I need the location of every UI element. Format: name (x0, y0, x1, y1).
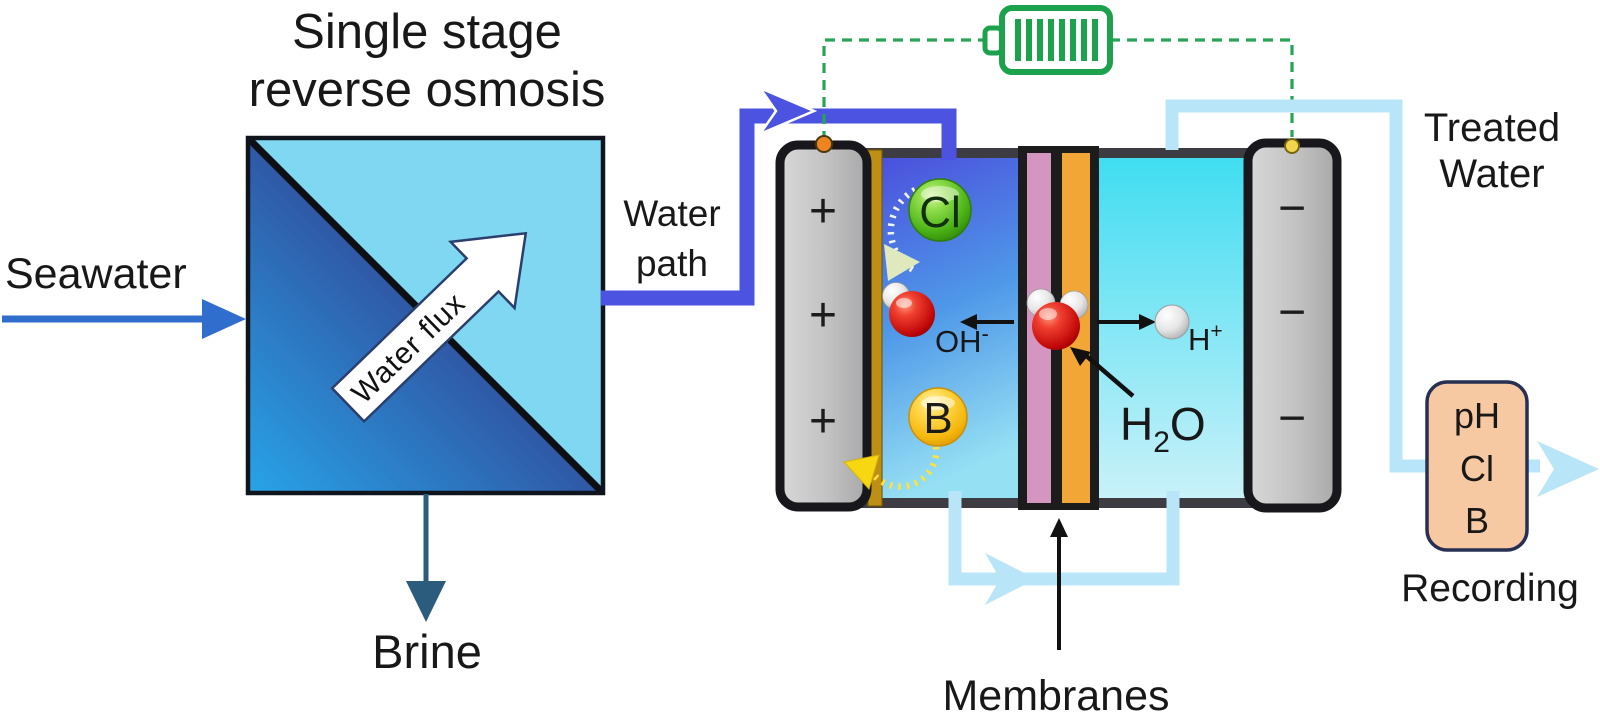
hydroxide-label: OH- (935, 321, 989, 359)
water-flux-arrow-shape (330, 231, 528, 424)
battery-icon (982, 5, 1113, 75)
bottom-recirculation-pipe (948, 491, 1180, 586)
anode-terminal-dot (815, 135, 833, 153)
recording-monitor-box: pH Cl B (1425, 380, 1529, 552)
seawater-arrow (2, 299, 246, 339)
cathode-minus-sign: − (1278, 182, 1306, 235)
hydroxide-arrowhead (960, 314, 977, 330)
seawater-arrowhead (202, 299, 246, 339)
water-o-sphere (1032, 302, 1080, 350)
proton-label-charge: + (1210, 320, 1222, 343)
boron-arc-arrowhead (843, 454, 880, 490)
monitor-box (1425, 380, 1529, 552)
monitor-line-cl: Cl (1460, 448, 1494, 489)
monitor-line-ph: pH (1454, 395, 1500, 436)
chlorine-arc-arrowhead (884, 244, 920, 281)
h2o-arrow-line (1081, 351, 1135, 398)
monitor-line-b: B (1465, 500, 1489, 541)
chlorine-ion: Cl (908, 178, 972, 242)
water-gloss (1039, 308, 1057, 320)
cathode-minus-sign: − (1278, 286, 1306, 339)
hydroxide-label-charge: - (982, 321, 989, 346)
hydroxide-molecule (882, 282, 935, 337)
anode-plus-sign: + (809, 289, 837, 342)
power-wire-right (1110, 38, 1294, 137)
treated-water-label-line2: Water (1439, 152, 1544, 196)
hydroxide-gloss (896, 298, 912, 308)
boron-label: B (923, 394, 952, 443)
reverse-osmosis-box: Water flux (245, 135, 606, 496)
membranes-arrowhead (1050, 518, 1068, 537)
h2o-label: H2O (1120, 398, 1206, 459)
chlorine-label: Cl (919, 188, 961, 237)
water-path-inlet-stub (941, 146, 957, 160)
proton-label-base: H (1188, 322, 1210, 357)
chlorine-sphere (908, 178, 972, 242)
cathode-minus-sign: − (1278, 392, 1306, 445)
seawater-label: Seawater (5, 250, 187, 298)
water-path-label-line1: Water (623, 193, 720, 234)
proton-label: H+ (1188, 320, 1223, 357)
anode-plus-sign: + (809, 395, 837, 448)
h2o-label-o: O (1170, 398, 1206, 450)
water-path-pipe (601, 108, 957, 306)
water-path-arrowhead (756, 85, 818, 137)
boron-gloss (921, 396, 955, 410)
treated-water-label-line1: Treated (1424, 106, 1560, 150)
battery-charge-bars (1015, 19, 1098, 61)
h2o-label-h: H (1120, 398, 1153, 450)
brine-arrow (406, 494, 446, 622)
ro-title-line2: reverse osmosis (249, 63, 606, 117)
brine-arrowhead (406, 581, 446, 622)
treated-water-arrowhead (1537, 441, 1599, 497)
chlorine-gloss (921, 186, 959, 202)
membranes-label: Membranes (942, 672, 1169, 720)
anode-plus-sign: + (809, 185, 837, 238)
power-wire-left (822, 38, 988, 135)
cathode-terminal-dot (1284, 138, 1300, 154)
boron-ion: B (908, 387, 968, 447)
ro-title-line1: Single stage (292, 5, 562, 59)
brine-label: Brine (372, 625, 482, 678)
hydroxide-label-base: OH (935, 324, 982, 359)
ro-box-border (245, 135, 606, 496)
hydroxide-o-sphere (889, 291, 935, 337)
bottom-pipe-arrowhead (985, 553, 1036, 605)
h2o-arrowhead (1070, 347, 1091, 366)
water-molecule (1026, 288, 1089, 350)
proton-sphere (1154, 304, 1190, 340)
h2o-label-subscript: 2 (1153, 426, 1170, 459)
recording-label: Recording (1401, 567, 1579, 610)
water-path-label-line2: path (636, 243, 708, 284)
proton-arrowhead (1139, 314, 1156, 330)
